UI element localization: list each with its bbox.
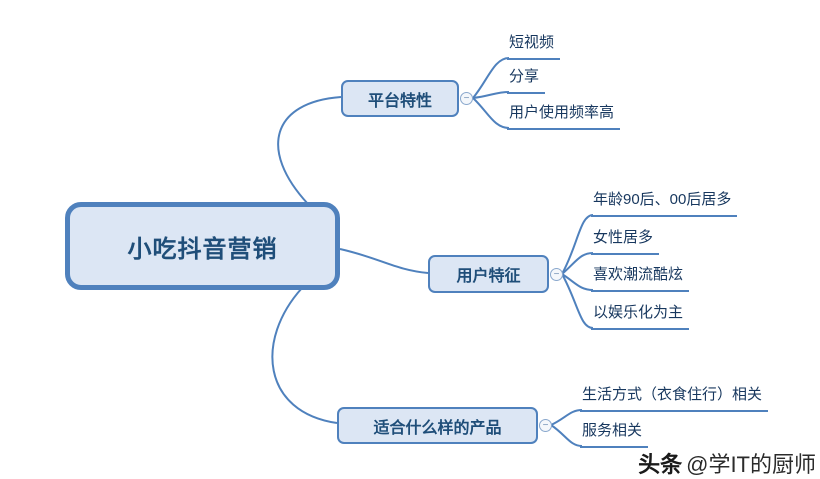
collapse-minus-icon[interactable]: −: [460, 92, 473, 105]
connector-line: [561, 214, 594, 275]
branch-label: 用户特征: [456, 268, 521, 285]
collapse-minus-icon[interactable]: −: [539, 419, 552, 432]
connector-line: [550, 424, 583, 447]
connector-line: [472, 91, 510, 99]
leaf-label: 分享: [509, 68, 540, 85]
root-topic[interactable]: 小吃抖音营销: [65, 202, 340, 290]
leaf-label: 短视频: [509, 34, 555, 51]
minus-glyph: −: [542, 419, 549, 431]
leaf-high-usage-frequency[interactable]: 用户使用频率高: [507, 103, 621, 130]
collapse-minus-icon[interactable]: −: [550, 268, 563, 281]
connector-line: [339, 248, 429, 274]
connector-line: [277, 96, 342, 205]
leaf-label: 喜欢潮流酷炫: [593, 266, 684, 283]
branch-label: 平台特性: [367, 92, 432, 110]
leaf-label: 生活方式（衣食住行）相关: [582, 386, 763, 403]
leaf-label: 女性居多: [593, 229, 654, 246]
branch-label: 适合什么样的产品: [373, 419, 502, 437]
connector-line: [550, 409, 583, 426]
watermark: 头条 @学IT的厨师: [638, 447, 816, 479]
minus-glyph: −: [463, 92, 470, 104]
leaf-service-related[interactable]: 服务相关: [580, 421, 649, 448]
leaf-lifestyle-related[interactable]: 生活方式（衣食住行）相关: [580, 385, 769, 412]
root-topic-label: 小吃抖音营销: [127, 235, 278, 263]
branch-platform-features[interactable]: 平台特性: [341, 80, 459, 117]
leaf-entertainment-oriented[interactable]: 以娱乐化为主: [591, 303, 690, 330]
leaf-short-video[interactable]: 短视频: [507, 33, 561, 60]
leaf-label: 服务相关: [582, 422, 643, 439]
connector-line: [561, 273, 594, 291]
leaf-age-90s-00s[interactable]: 年龄90后、00后居多: [591, 190, 738, 217]
branch-user-characteristics[interactable]: 用户特征: [428, 255, 549, 293]
minus-glyph: −: [553, 268, 560, 280]
watermark-brand: 头条: [638, 452, 683, 477]
leaf-mostly-female[interactable]: 女性居多: [591, 228, 660, 255]
connector-line: [472, 57, 510, 99]
leaf-trendy-cool[interactable]: 喜欢潮流酷炫: [591, 265, 690, 292]
connector-line: [561, 252, 594, 275]
connector-line: [561, 273, 594, 329]
watermark-handle: @学IT的厨师: [686, 452, 816, 477]
leaf-share[interactable]: 分享: [507, 67, 546, 94]
leaf-label: 以娱乐化为主: [593, 304, 684, 321]
branch-suitable-products[interactable]: 适合什么样的产品: [337, 407, 538, 444]
leaf-label: 用户使用频率高: [509, 104, 615, 121]
leaf-label: 年龄90后、00后居多: [593, 191, 732, 208]
connector-line: [271, 287, 338, 424]
connector-line: [472, 97, 510, 129]
